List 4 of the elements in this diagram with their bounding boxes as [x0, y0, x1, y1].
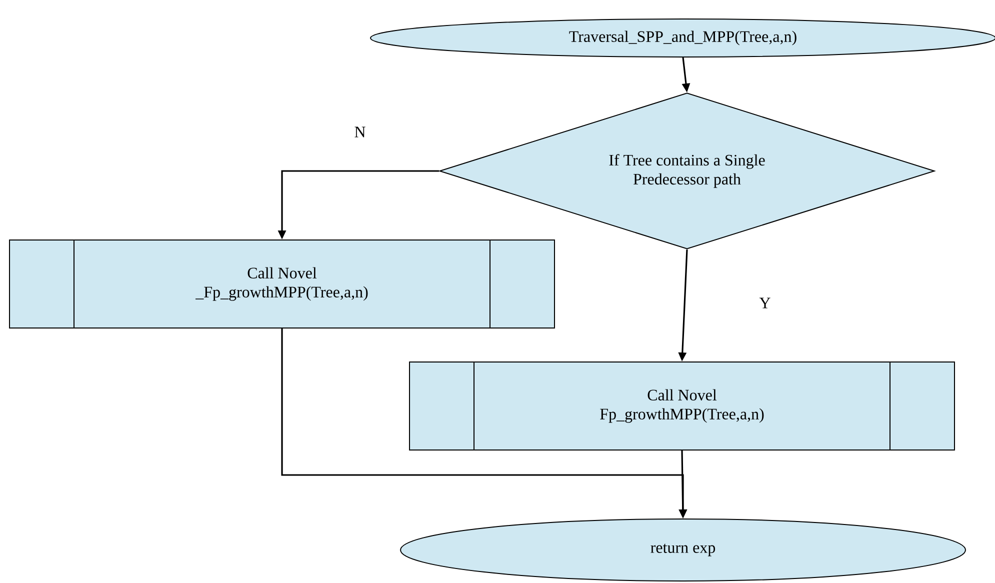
edge-label: Y — [758, 296, 772, 310]
process-box: Call Novel _Fp_growthMPP(Tree,a,n) — [9, 239, 555, 329]
process-box: Call Novel Fp_growthMPP(Tree,a,n) — [409, 361, 955, 451]
edge-label: N — [353, 126, 367, 138]
